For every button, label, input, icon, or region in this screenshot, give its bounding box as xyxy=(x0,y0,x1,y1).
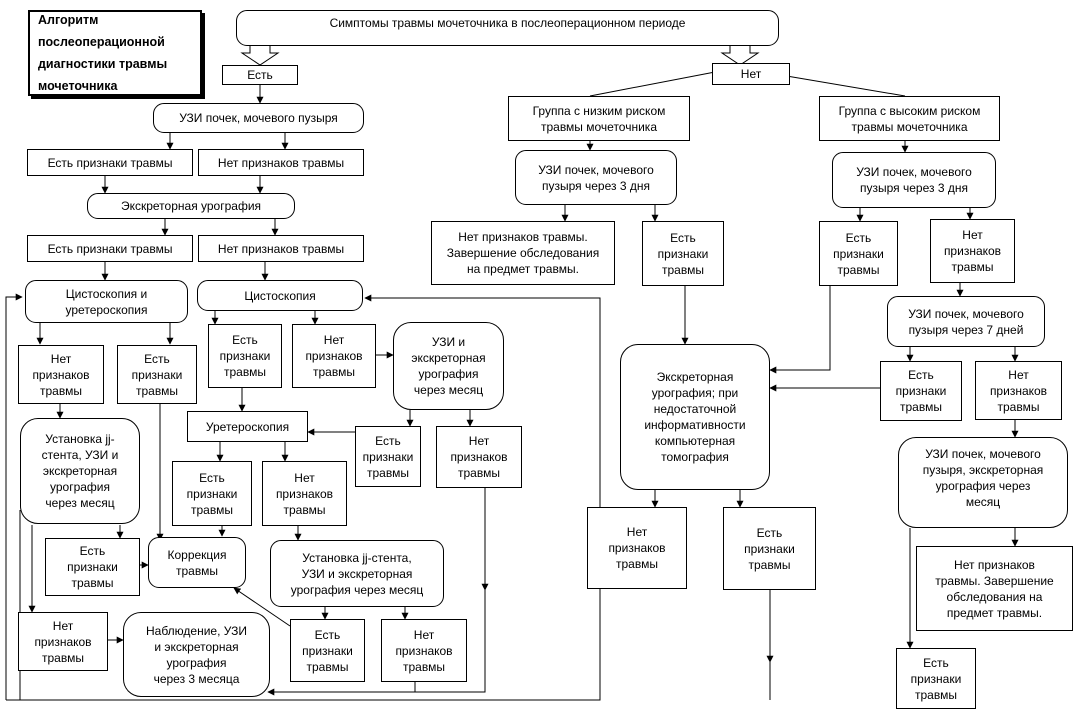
injury-signs-b-node: Есть признаки травмы xyxy=(27,235,193,262)
excretory-urography-node: Экскреторная урография xyxy=(87,193,295,219)
uretero-no-injury-signs-node: Нет признаков травмы xyxy=(262,461,347,526)
low-risk-injury-signs-node: Есть признаки травмы xyxy=(642,221,724,286)
algorithm-title: Алгоритм послеоперационной диагностики т… xyxy=(28,10,202,96)
seven-days-injury-signs-node: Есть признаки травмы xyxy=(880,361,962,421)
ultrasound-urography-month-right-node: УЗИ почек, мочевого пузыря, экскреторная… xyxy=(898,437,1068,528)
kidney-bladder-ultrasound-node: УЗИ почек, мочевого пузыря xyxy=(153,103,364,133)
postoperative-symptoms-node: Симптомы травмы мочеточника в послеопера… xyxy=(236,10,779,46)
seven-days-no-injury-signs-node: Нет признаков травмы xyxy=(975,361,1062,420)
low-risk-no-injury-complete-node: Нет признаков травмы. Завершение обследо… xyxy=(431,221,615,285)
injury-correction-node: Коррекция травмы xyxy=(148,537,246,588)
jj-stent-a-node: Установка jj- стента, УЗИ и экскреторная… xyxy=(20,418,140,524)
ureteroscopy-node: Уретероскопия xyxy=(187,411,308,442)
low-risk-ultrasound-3-days-node: УЗИ почек, мочевого пузыря через 3 дня xyxy=(515,150,677,205)
no-injury-signs-a-node: Нет признаков травмы xyxy=(198,149,364,176)
uretero-injury-signs-node: Есть признаки травмы xyxy=(172,461,252,526)
stent-a-injury-signs-node: Есть признаки травмы xyxy=(45,538,140,596)
cu-injury-signs-node: Есть признаки травмы xyxy=(117,345,197,404)
high-risk-no-injury-signs-node: Нет признаков травмы xyxy=(930,219,1015,283)
ultrasound-7-days-node: УЗИ почек, мочевого пузыря через 7 дней xyxy=(887,296,1045,347)
stent-b-injury-signs-node: Есть признаки травмы xyxy=(290,619,365,682)
low-risk-group-node: Группа с низким риском травмы мочеточник… xyxy=(508,96,690,141)
no-injury-signs-b-node: Нет признаков травмы xyxy=(198,235,364,262)
observation-3-months-node: Наблюдение, УЗИ и экскреторная урография… xyxy=(123,612,270,697)
high-risk-group-node: Группа с высоким риском травмы мочеточни… xyxy=(819,96,1000,141)
cystoscopy-node: Цистоскопия xyxy=(197,280,363,311)
cysto-injury-signs-node: Есть признаки травмы xyxy=(208,324,282,388)
final-no-injury-complete-node: Нет признаков травмы. Завершение обследо… xyxy=(916,546,1073,631)
high-risk-injury-signs-node: Есть признаки травмы xyxy=(819,221,898,286)
stent-b-no-injury-signs-node: Нет признаков травмы xyxy=(381,619,467,682)
jj-stent-b-node: Установка jj-стента, УЗИ и экскреторная … xyxy=(270,540,444,607)
cu-no-injury-signs-node: Нет признаков травмы xyxy=(18,345,104,404)
ultrasound-urography-month-node: УЗИ и экскреторная урография через месяц xyxy=(393,322,504,410)
um-no-injury-signs-node: Нет признаков травмы xyxy=(436,426,522,488)
urography-ct-node: Экскреторная урография; при недостаточно… xyxy=(620,344,770,490)
no-node: Нет xyxy=(712,63,790,85)
ct-injury-signs-node: Есть признаки травмы xyxy=(723,507,816,590)
injury-signs-a-node: Есть признаки травмы xyxy=(27,149,193,176)
final-injury-signs-node: Есть признаки травмы xyxy=(896,648,976,709)
yes-node: Есть xyxy=(222,65,298,85)
um-injury-signs-node: Есть признаки травмы xyxy=(355,426,421,487)
stent-a-no-injury-signs-node: Нет признаков травмы xyxy=(18,612,108,671)
cystoscopy-ureteroscopy-node: Цистоскопия и уретероскопия xyxy=(25,280,188,323)
cysto-no-injury-signs-node: Нет признаков травмы xyxy=(292,324,376,388)
ct-no-injury-signs-node: Нет признаков травмы xyxy=(587,507,687,589)
high-risk-ultrasound-3-days-node: УЗИ почек, мочевого пузыря через 3 дня xyxy=(832,152,996,208)
